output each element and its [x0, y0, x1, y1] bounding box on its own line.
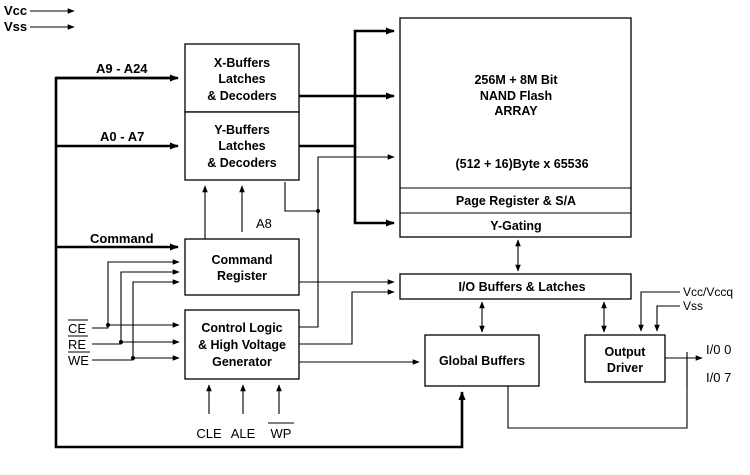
vcc-label: Vcc	[4, 3, 27, 18]
y-buffers-line-2: Latches	[218, 139, 265, 153]
x-buffers-line-2: Latches	[218, 72, 265, 86]
global-buffers-label: Global Buffers	[439, 354, 525, 368]
control-logic-line-3: Generator	[212, 355, 272, 369]
command-bus: Command	[56, 231, 179, 251]
addr-low-label: A0 - A7	[100, 129, 144, 144]
cle-label: CLE	[196, 426, 222, 441]
x-buffers-line-3: & Decoders	[207, 89, 277, 103]
control-logic-block: Control Logic & High Voltage Generator	[184, 309, 300, 380]
control-lines: A8	[202, 154, 420, 365]
we-label: WE	[68, 353, 89, 368]
x-buffers-block: X-Buffers Latches & Decoders	[184, 43, 300, 113]
data-paths	[479, 239, 688, 429]
ce-label: CE	[68, 321, 86, 336]
control-logic-line-1: Control Logic	[201, 321, 282, 335]
array-line-2: NAND Flash	[480, 89, 552, 103]
command-register-block: Command Register	[184, 238, 300, 296]
output-driver-line-1: Output	[605, 345, 647, 359]
vccq-label: Vcc/Vccq	[683, 285, 733, 299]
io-buffers-block: I/O Buffers & Latches	[399, 273, 632, 300]
ale-label: ALE	[231, 426, 256, 441]
vss-label: Vss	[4, 19, 27, 34]
decoder-to-array-bus	[299, 27, 395, 227]
array-line-1: 256M + 8M Bit	[474, 73, 558, 87]
address-bus-low: A0 - A7	[56, 129, 179, 150]
io7-label: I/0 7	[706, 370, 731, 385]
output-driver-line-2: Driver	[607, 361, 643, 375]
control-inputs: CE RE WE	[68, 259, 180, 368]
command-register-line-1: Command	[211, 253, 272, 267]
bottom-pins: CLE ALE WP	[196, 384, 294, 441]
x-buffers-line-1: X-Buffers	[214, 56, 270, 70]
nand-array-block: 256M + 8M Bit NAND Flash ARRAY (512 + 16…	[399, 17, 632, 238]
page-register-label: Page Register & S/A	[456, 194, 576, 208]
array-line-3: ARRAY	[494, 104, 538, 118]
y-gating-label: Y-Gating	[490, 219, 541, 233]
array-organization: (512 + 16)Byte x 65536	[455, 157, 588, 171]
output-driver-block: Output Driver	[584, 334, 666, 383]
command-register-line-2: Register	[217, 269, 267, 283]
addr-high-label: A9 - A24	[96, 61, 148, 76]
vss-out-label: Vss	[683, 299, 703, 313]
io0-label: I/0 0	[706, 342, 731, 357]
y-buffers-block: Y-Buffers Latches & Decoders	[184, 111, 300, 181]
global-buffers-block: Global Buffers	[424, 334, 540, 387]
address-bus-high: A9 - A24	[54, 61, 466, 449]
y-buffers-line-1: Y-Buffers	[214, 123, 270, 137]
a8-label: A8	[256, 216, 272, 231]
power-legend: Vcc Vss	[4, 3, 75, 34]
wp-label: WP	[271, 426, 292, 441]
re-label: RE	[68, 337, 86, 352]
control-logic-line-2: & High Voltage	[198, 338, 286, 352]
output-supplies: Vcc/Vccq Vss I/0 0 I/0 7	[638, 285, 733, 386]
io-buffers-label: I/O Buffers & Latches	[458, 280, 585, 294]
command-bus-label: Command	[90, 231, 154, 246]
y-buffers-line-3: & Decoders	[207, 156, 277, 170]
